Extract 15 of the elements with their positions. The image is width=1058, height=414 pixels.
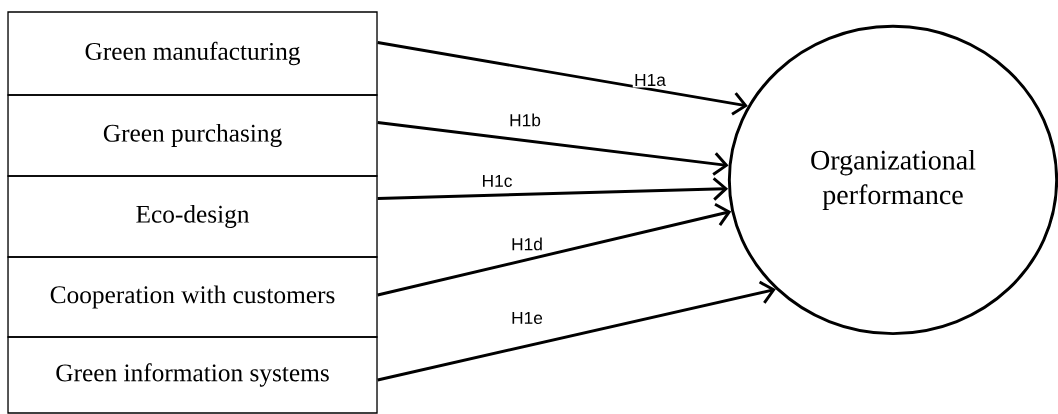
arrow xyxy=(377,203,732,297)
arrow xyxy=(377,177,729,201)
edge-label: H1e xyxy=(509,310,545,326)
factor-box: Green purchasing xyxy=(7,94,378,177)
edge-label: H1d xyxy=(509,236,545,252)
edge-label: H1b xyxy=(507,112,543,128)
arrow xyxy=(377,41,748,116)
arrow xyxy=(377,121,729,176)
factor-box: Eco-design xyxy=(7,175,378,258)
edge-label: H1a xyxy=(632,72,668,88)
edge-label: H1c xyxy=(480,173,514,189)
factor-box: Green information systems xyxy=(7,336,378,414)
factor-box: Cooperation with customers xyxy=(7,256,378,338)
arrow xyxy=(377,280,776,382)
factor-box: Green manufacturing xyxy=(7,11,378,96)
